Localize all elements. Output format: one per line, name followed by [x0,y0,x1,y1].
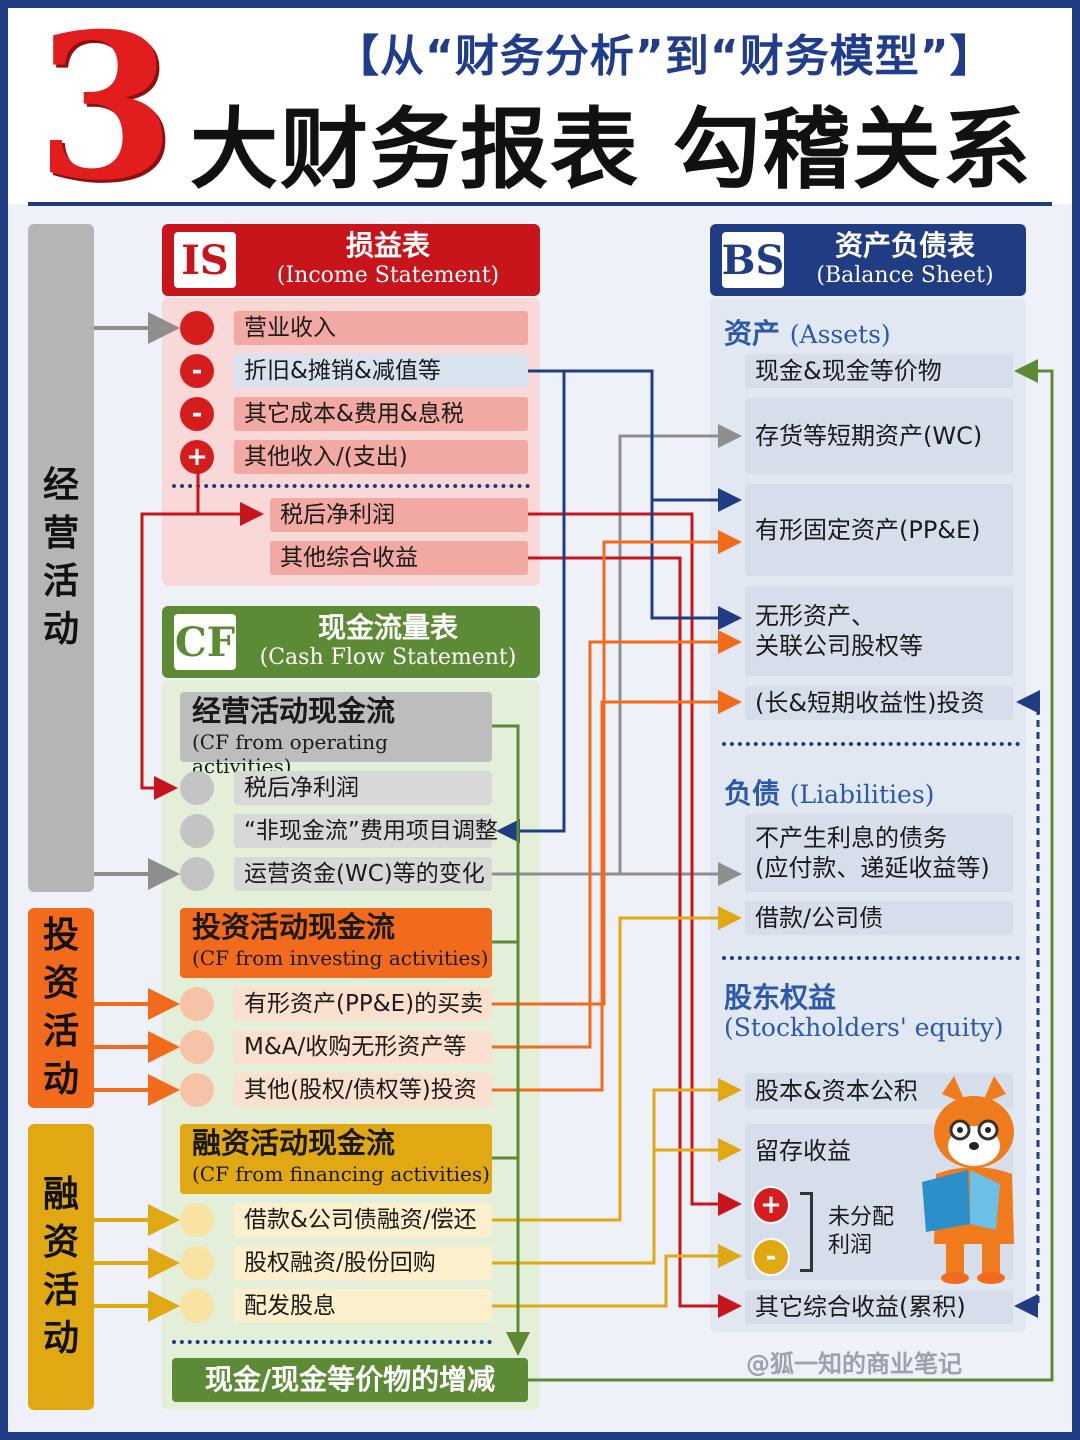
arrow-dep-ppe [528,369,742,512]
arrow-oci-aoci [528,556,742,1318]
bs-row-cash: 现金&现金等价物 [745,354,1013,388]
bs-undistributed-line1: 未分配 [828,1205,895,1230]
bs-code: BS [722,232,784,288]
cf-investing-title: 投资活动现金流 [192,910,396,944]
cf-investing-header: 投资活动现金流 (CF from investing activities) [180,908,492,978]
cf-title: 现金流量表 [317,611,458,644]
cf-fin-row-debt: 借款&公司债融资/偿还 [234,1203,492,1237]
title-number: 3 [36,0,176,225]
bs-liabilities-label: 负债 (Liabilities) [724,777,935,810]
cf-inv-dot-2 [180,1030,214,1064]
is-title: 损益表 [345,229,430,262]
balance-sheet-header: BS 资产负债表(Balance Sheet) [710,224,1026,296]
cf-inv-row-other: 其他(股权/债权等)投资 [234,1073,492,1107]
arrow-net-income-retained [528,512,742,1216]
cf-op-dot-2 [180,814,214,848]
minus-icon: - [180,397,214,431]
minus-icon: - [752,1238,790,1276]
minus-icon: - [180,354,214,388]
subtitle: 【从“财务分析”到“财务模型”】 [335,31,995,82]
plus-icon: + [752,1186,790,1224]
income-statement-header: IS 损益表(Income Statement) [162,224,540,296]
cf-title-en: (Cash Flow Statement) [259,645,517,670]
bs-brace [800,1192,813,1272]
cf-op-row-net-income: 税后净利润 [234,771,492,805]
cf-inv-row-ma: M&A/收购无形资产等 [234,1030,492,1064]
bs-divider-2 [722,956,1020,960]
bs-noninterest-line1: 不产生利息的债务 [755,824,947,852]
cf-op-row-wc: 运营资金(WC)等的变化 [234,857,492,891]
cf-operating-header: 经营活动现金流 (CF from operating activities) [180,692,492,778]
bs-row-aoci: 其它综合收益(累积) [745,1290,1013,1324]
cf-fin-dot-2 [180,1246,214,1280]
bs-assets-label: 资产 (Assets) [724,317,891,350]
cf-financing-header: 融资活动现金流 (CF from financing activities) [180,1124,492,1194]
is-row-other-income: 其他收入/(支出) [234,440,528,474]
is-code: IS [174,232,236,288]
is-dot-revenue [180,311,214,345]
cf-financing-title: 融资活动现金流 [192,1126,396,1160]
bs-row-intangibles: 无形资产、 关联公司股权等 [745,586,1013,676]
bs-intangibles-line1: 无形资产、 [755,602,875,630]
bs-intangibles-line2: 关联公司股权等 [755,632,923,660]
cf-divider [172,1340,492,1344]
cf-op-row-noncash: “非现金流”费用项目调整 [234,814,498,848]
bs-noninterest-line2: (应付款、递延收益等) [755,854,990,882]
watermark: @狐一知的商业笔记 [746,1350,962,1378]
bs-row-noninterest-debt: 不产生利息的债务 (应付款、递延收益等) [745,814,1013,892]
bs-row-investments: (长&短期收益性)投资 [745,686,1013,720]
cf-total: 现金/现金等价物的增减 [172,1358,528,1402]
cf-inv-dot-1 [180,987,214,1021]
bs-row-ppe: 有形固定资产(PP&E) [745,484,1013,576]
bs-row-inventory: 存货等短期资产(WC) [745,398,1013,474]
cf-op-dot-1 [180,771,214,805]
cf-inv-row-ppe: 有形资产(PP&E)的买卖 [234,987,492,1021]
cash-flow-header: CF 现金流量表(Cash Flow Statement) [162,606,540,678]
bs-title-en: (Balance Sheet) [816,263,994,288]
cf-fin-dot-1 [180,1203,214,1237]
is-row-depreciation: 折旧&摊销&减值等 [234,354,528,388]
sidebar-operating: 经营活动 [28,224,94,892]
title-rule [28,202,1052,206]
bs-undistributed-line2: 利润 [828,1233,873,1258]
bs-title: 资产负债表 [834,229,975,262]
bs-row-borrowings: 借款/公司债 [745,901,1013,935]
page-title: 大财务报表 勾稽关系 [190,98,1033,201]
is-divider [172,484,530,488]
bs-divider-1 [722,742,1020,746]
is-title-en: (Income Statement) [276,263,500,288]
cf-operating-title: 经营活动现金流 [192,694,396,728]
bs-undistributed: 未分配 利润 [828,1204,894,1260]
cf-fin-row-dividends: 配发股息 [234,1289,492,1323]
sidebar-financing: 融资活动 [28,1124,94,1410]
is-row-net-income: 税后净利润 [270,498,528,532]
fox-mascot-icon [922,1076,1014,1284]
sidebar-investing: 投资活动 [28,908,94,1108]
cf-inv-dot-3 [180,1073,214,1107]
is-row-oci: 其他综合收益 [270,541,528,575]
cf-investing-en: (CF from investing activities) [192,946,489,970]
title-band [8,8,1072,204]
bs-equity-en: (Stockholders' equity) [724,1013,1004,1042]
cf-financing-en: (CF from financing activities) [192,1162,490,1186]
is-row-other-costs: 其它成本&费用&息税 [234,397,528,431]
cf-fin-row-equity: 股权融资/股份回购 [234,1246,492,1280]
plus-icon: + [180,440,214,474]
cf-fin-dot-3 [180,1289,214,1323]
bs-retained-label: 留存收益 [755,1137,851,1165]
is-row-revenue: 营业收入 [234,311,528,345]
cf-code: CF [174,614,236,670]
cf-op-dot-3 [180,857,214,891]
